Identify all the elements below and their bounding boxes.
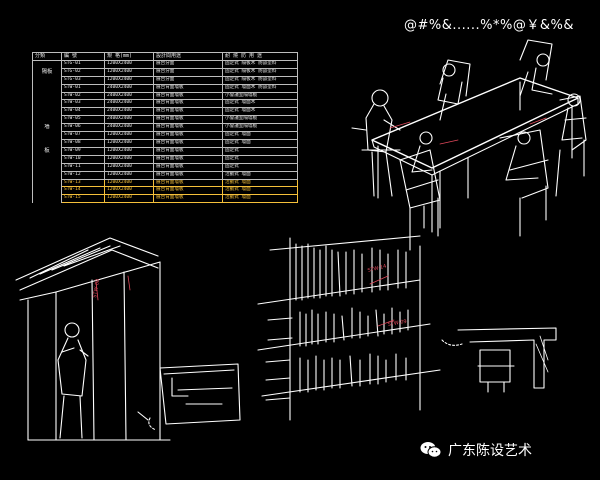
- label-glass-wall: STW-08: [92, 278, 101, 298]
- wechat-icon: [420, 442, 442, 458]
- conference-table-sketch: [351, 39, 587, 251]
- schedule-cell-note: 活動式 墙面: [222, 194, 298, 204]
- header-code: @#%&......%*%@￥&%&: [403, 18, 574, 33]
- footer-brand: 广东陈设艺术: [420, 440, 532, 460]
- label-shelf-upper: STW-14: [367, 263, 387, 273]
- glass-wall-sketch: [15, 237, 241, 441]
- brand-name: 广东陈设艺术: [448, 443, 532, 459]
- bookshelf-sketch: [257, 235, 557, 421]
- label-shelf-lower: STW-09: [387, 319, 407, 328]
